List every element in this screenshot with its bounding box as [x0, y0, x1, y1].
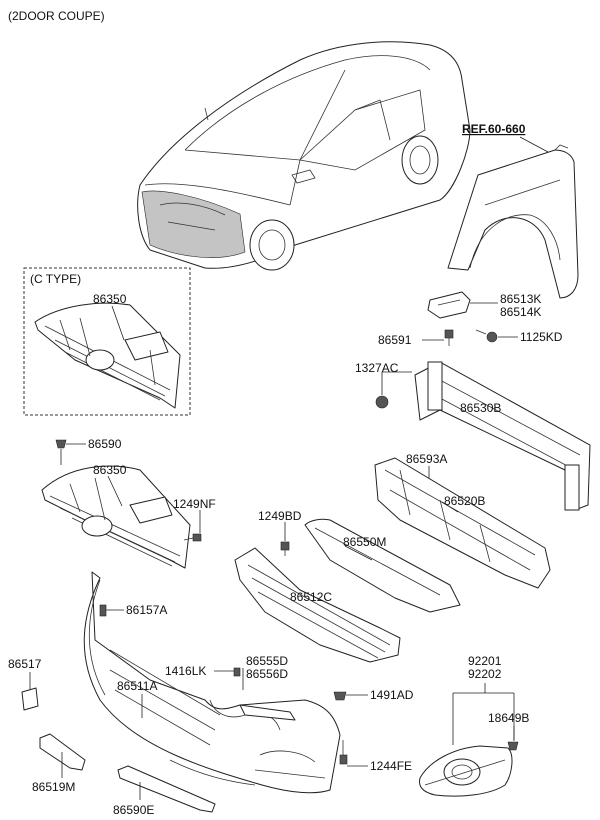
- nut-1327ac: [375, 395, 389, 409]
- screw-1249nf-label: 1249NF: [173, 497, 216, 511]
- fog-lamp-label-2: 92202: [468, 667, 502, 681]
- clip-1491ad: [333, 691, 347, 701]
- fender-bracket: [427, 291, 471, 319]
- screw-18649b-label: 18649B: [488, 711, 529, 725]
- rail-label: 86530B: [460, 401, 501, 415]
- front-bumper: [83, 571, 341, 794]
- nut-label: 1327AC: [355, 361, 399, 375]
- cover-86517: [21, 687, 39, 711]
- grille-ctype-leader: [111, 305, 125, 341]
- lower-grille-label: 86512C: [290, 590, 332, 604]
- bumper-lip: [304, 518, 461, 613]
- absorber-leader: [441, 501, 459, 513]
- bracket-86157a-label: 86157A: [126, 603, 167, 617]
- bracket-86157a: [99, 604, 107, 617]
- clip-1491ad-label: 1491AD: [370, 688, 414, 702]
- bolt-1125kd-label: 1125KD: [520, 330, 563, 344]
- molding-label-2: 86556D: [246, 667, 288, 681]
- grille-standard: [41, 465, 191, 569]
- fender-bracket-label-2: 86514K: [500, 305, 541, 319]
- grille-ctype: [34, 302, 181, 409]
- grille-ctype-label: 86350: [93, 292, 127, 306]
- screw-18649b: [507, 741, 519, 751]
- bolt-1244fe: [339, 740, 348, 765]
- bracket-86519m-label: 86519M: [32, 780, 75, 794]
- grille-standard-label: 86350: [93, 463, 127, 477]
- lip-leader: [344, 545, 373, 561]
- energy-absorber: [374, 457, 551, 589]
- screw-1249bd: [280, 541, 290, 556]
- ref-label: REF.60-660: [462, 122, 526, 136]
- lower-grille: [234, 547, 401, 663]
- cover-label: 86517: [8, 657, 42, 671]
- bumper-rail: [414, 361, 591, 511]
- grille-standard-leader: [107, 475, 123, 507]
- absorber-label: 86520B: [444, 494, 485, 508]
- molding-86555d: [239, 704, 296, 721]
- screw-86591: [444, 329, 454, 346]
- screw-1249bd-label: 1249BD: [258, 509, 302, 523]
- strip-label: 86590E: [113, 803, 154, 817]
- ctype-box: [23, 267, 191, 416]
- lip-label: 86550M: [343, 535, 386, 549]
- bumper-label: 86511A: [117, 679, 157, 693]
- screw-1249nf: [183, 533, 202, 542]
- ctype-label: (C TYPE): [30, 272, 81, 286]
- fender-bracket-label-1: 86513K: [500, 292, 541, 306]
- bolt-1244fe-label: 1244FE: [370, 759, 412, 773]
- bracket-86519m: [39, 733, 86, 771]
- clip-86590: [55, 439, 67, 449]
- car-illustration: [137, 41, 471, 271]
- screw-86591-label: 86591: [378, 333, 412, 347]
- strip-86590e: [117, 765, 216, 813]
- molding-label-1: 86555D: [246, 654, 288, 668]
- ref-leader: [519, 136, 549, 153]
- clip-86593a-label: 86593A: [406, 452, 447, 466]
- fog-lamp-label-1: 92201: [468, 654, 502, 668]
- bolt-1125kd: [475, 329, 498, 343]
- front-fender: [447, 144, 579, 299]
- clip-86590-label: 86590: [88, 437, 122, 451]
- screw-1416lk: [233, 667, 241, 677]
- fog-lamp-assembly: [419, 745, 513, 797]
- screw-1416lk-label: 1416LK: [165, 664, 206, 678]
- model-title: (2DOOR COUPE): [8, 9, 105, 23]
